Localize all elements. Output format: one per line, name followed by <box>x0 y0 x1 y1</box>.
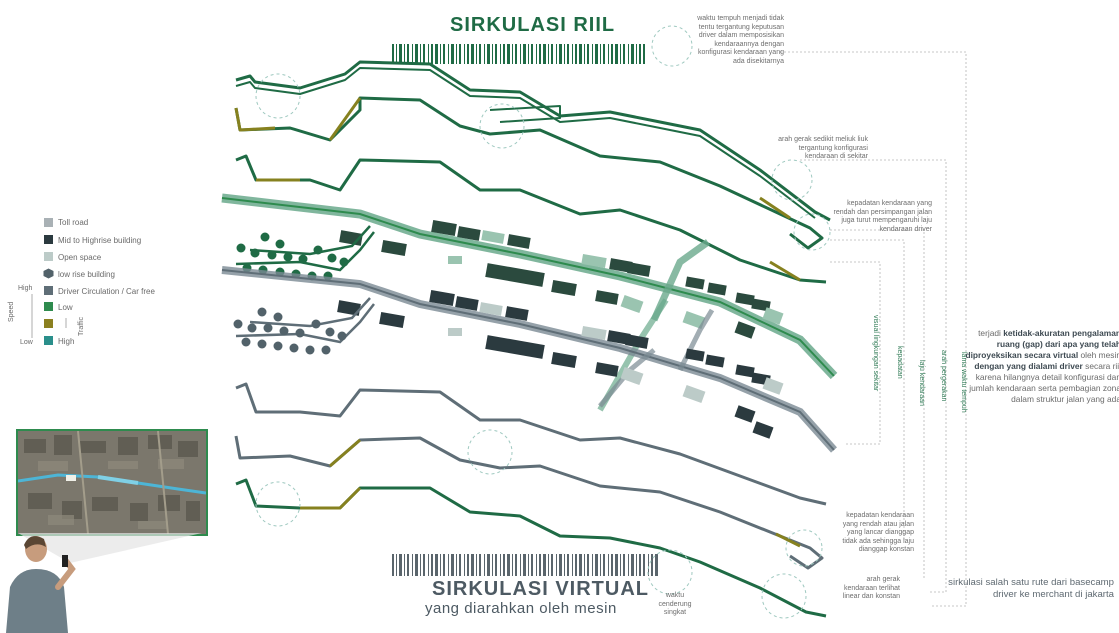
conclusion-text: terjadi ketidak-akuratan pengalaman ruan… <box>965 328 1119 405</box>
legend-swatch-medium <box>44 319 53 328</box>
legend-swatch-open-space <box>44 252 53 261</box>
legend-label-toll-road: Toll road <box>58 218 89 227</box>
legend-label-driver-circulation: Driver Circulation / Car free <box>58 287 155 296</box>
legend-label-highrise: Mid to Highrise building <box>58 236 142 245</box>
note-kepadatan-riil: kepadatan kendaraan yang rendah dan pers… <box>833 200 932 233</box>
legend-swatch-high <box>44 336 53 345</box>
route-caption: sirkulasi salah satu rute dari basecamp … <box>948 577 1114 600</box>
title-sirkulasi-riil: SIRKULASI RIIL <box>450 14 616 36</box>
legend-label-open-space: Open space <box>58 253 102 262</box>
map-inset <box>16 429 208 536</box>
speed-axis-label: Speed <box>8 301 15 322</box>
legend-swatch-low <box>44 302 53 311</box>
virtual-buildings <box>337 290 774 439</box>
label-kepadatan: kepadatan <box>896 346 903 379</box>
real-route-layer-1 <box>235 60 831 222</box>
barcode-top <box>392 44 645 64</box>
conclusion-part-1: terjadi <box>978 328 1001 338</box>
barcode-bottom <box>392 554 658 576</box>
real-route-layer-3 <box>235 154 827 284</box>
title-sirkulasi-virtual: SIRKULASI VIRTUAL <box>432 578 649 600</box>
legend-label-high: High <box>58 337 75 346</box>
note-kepadatan-virtual: kepadatan kendaraan yang rendah atau jal… <box>842 512 914 554</box>
conclusion-part-3: secara riil karena hilangnya detail konf… <box>969 361 1119 404</box>
label-lama-waktu: lama waktu tempuh <box>960 352 967 413</box>
real-buildings <box>339 220 771 339</box>
real-route-layer-2 <box>234 96 824 250</box>
label-visual-lingkungan: visual lingkungan sekitar <box>872 315 879 392</box>
satellite-map <box>18 431 206 534</box>
conclusion-bold-1: ketidak-akuratan pengalaman ruang (gap) … <box>965 328 1119 360</box>
label-arah-pergerakan: arah pergerakan <box>940 350 947 402</box>
legend-label-lowrise: low rise building <box>58 270 115 279</box>
label-laju: laju kendaraan <box>918 360 925 406</box>
subtitle-virtual: yang diarahkan oleh mesin <box>425 600 617 617</box>
real-toll-road <box>221 193 838 412</box>
virtual-route-layer-1 <box>235 382 827 506</box>
speed-low-label: Low <box>20 339 33 346</box>
note-waktu-singkat: waktu cenderung singkat <box>658 592 692 617</box>
virtual-route-layer-2 <box>234 435 824 570</box>
virtual-lowrise-cluster <box>233 297 375 355</box>
real-open-space <box>448 230 784 330</box>
virtual-route-layer-3 <box>235 478 827 618</box>
speed-high-label: High <box>18 285 33 292</box>
focus-circles <box>255 25 831 619</box>
conclusion-bold-2: dengan yang dialami driver <box>974 361 1083 371</box>
person-with-phone <box>6 533 202 633</box>
legend-axis-lines <box>31 294 67 338</box>
note-arah-gerak: arah gerak sedikit meliuk liuk tergantun… <box>778 136 868 161</box>
legend-swatch-highrise <box>44 235 53 244</box>
leader-lines <box>780 51 967 607</box>
note-arah-linear: arah gerak kendaraan terlihat linear dan… <box>842 576 900 601</box>
conclusion-part-2: oleh mesin <box>1080 350 1119 360</box>
legend-swatch-toll-road <box>44 218 53 227</box>
legend-swatch-lowrise <box>43 268 54 279</box>
virtual-open-space <box>448 302 784 404</box>
note-waktu-tempuh: waktu tempuh menjadi tidak tentu tergant… <box>697 15 784 65</box>
legend-swatch-driver-circulation <box>44 286 53 295</box>
legend-label-low: Low <box>58 303 73 312</box>
